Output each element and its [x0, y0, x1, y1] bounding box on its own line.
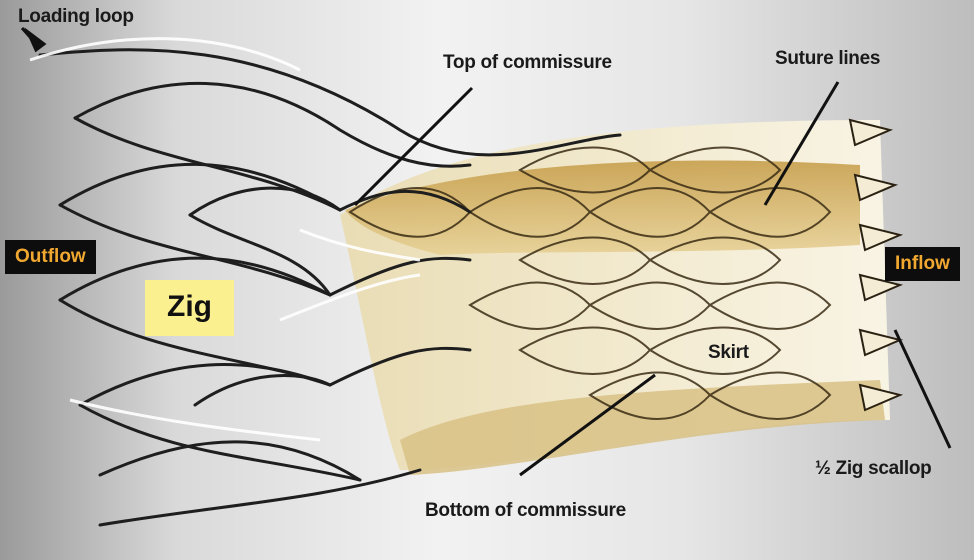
label-loading-loop: Loading loop: [18, 6, 134, 28]
label-half-zig-scallop: ½ Zig scallop: [815, 458, 931, 480]
label-skirt: Skirt: [708, 342, 749, 364]
label-inflow: Inflow: [885, 247, 960, 281]
label-zig: Zig: [145, 280, 234, 336]
label-top-of-commissure: Top of commissure: [443, 52, 612, 74]
label-bottom-of-commissure: Bottom of commissure: [425, 500, 626, 522]
label-outflow: Outflow: [5, 240, 96, 274]
label-suture-lines: Suture lines: [775, 48, 880, 70]
